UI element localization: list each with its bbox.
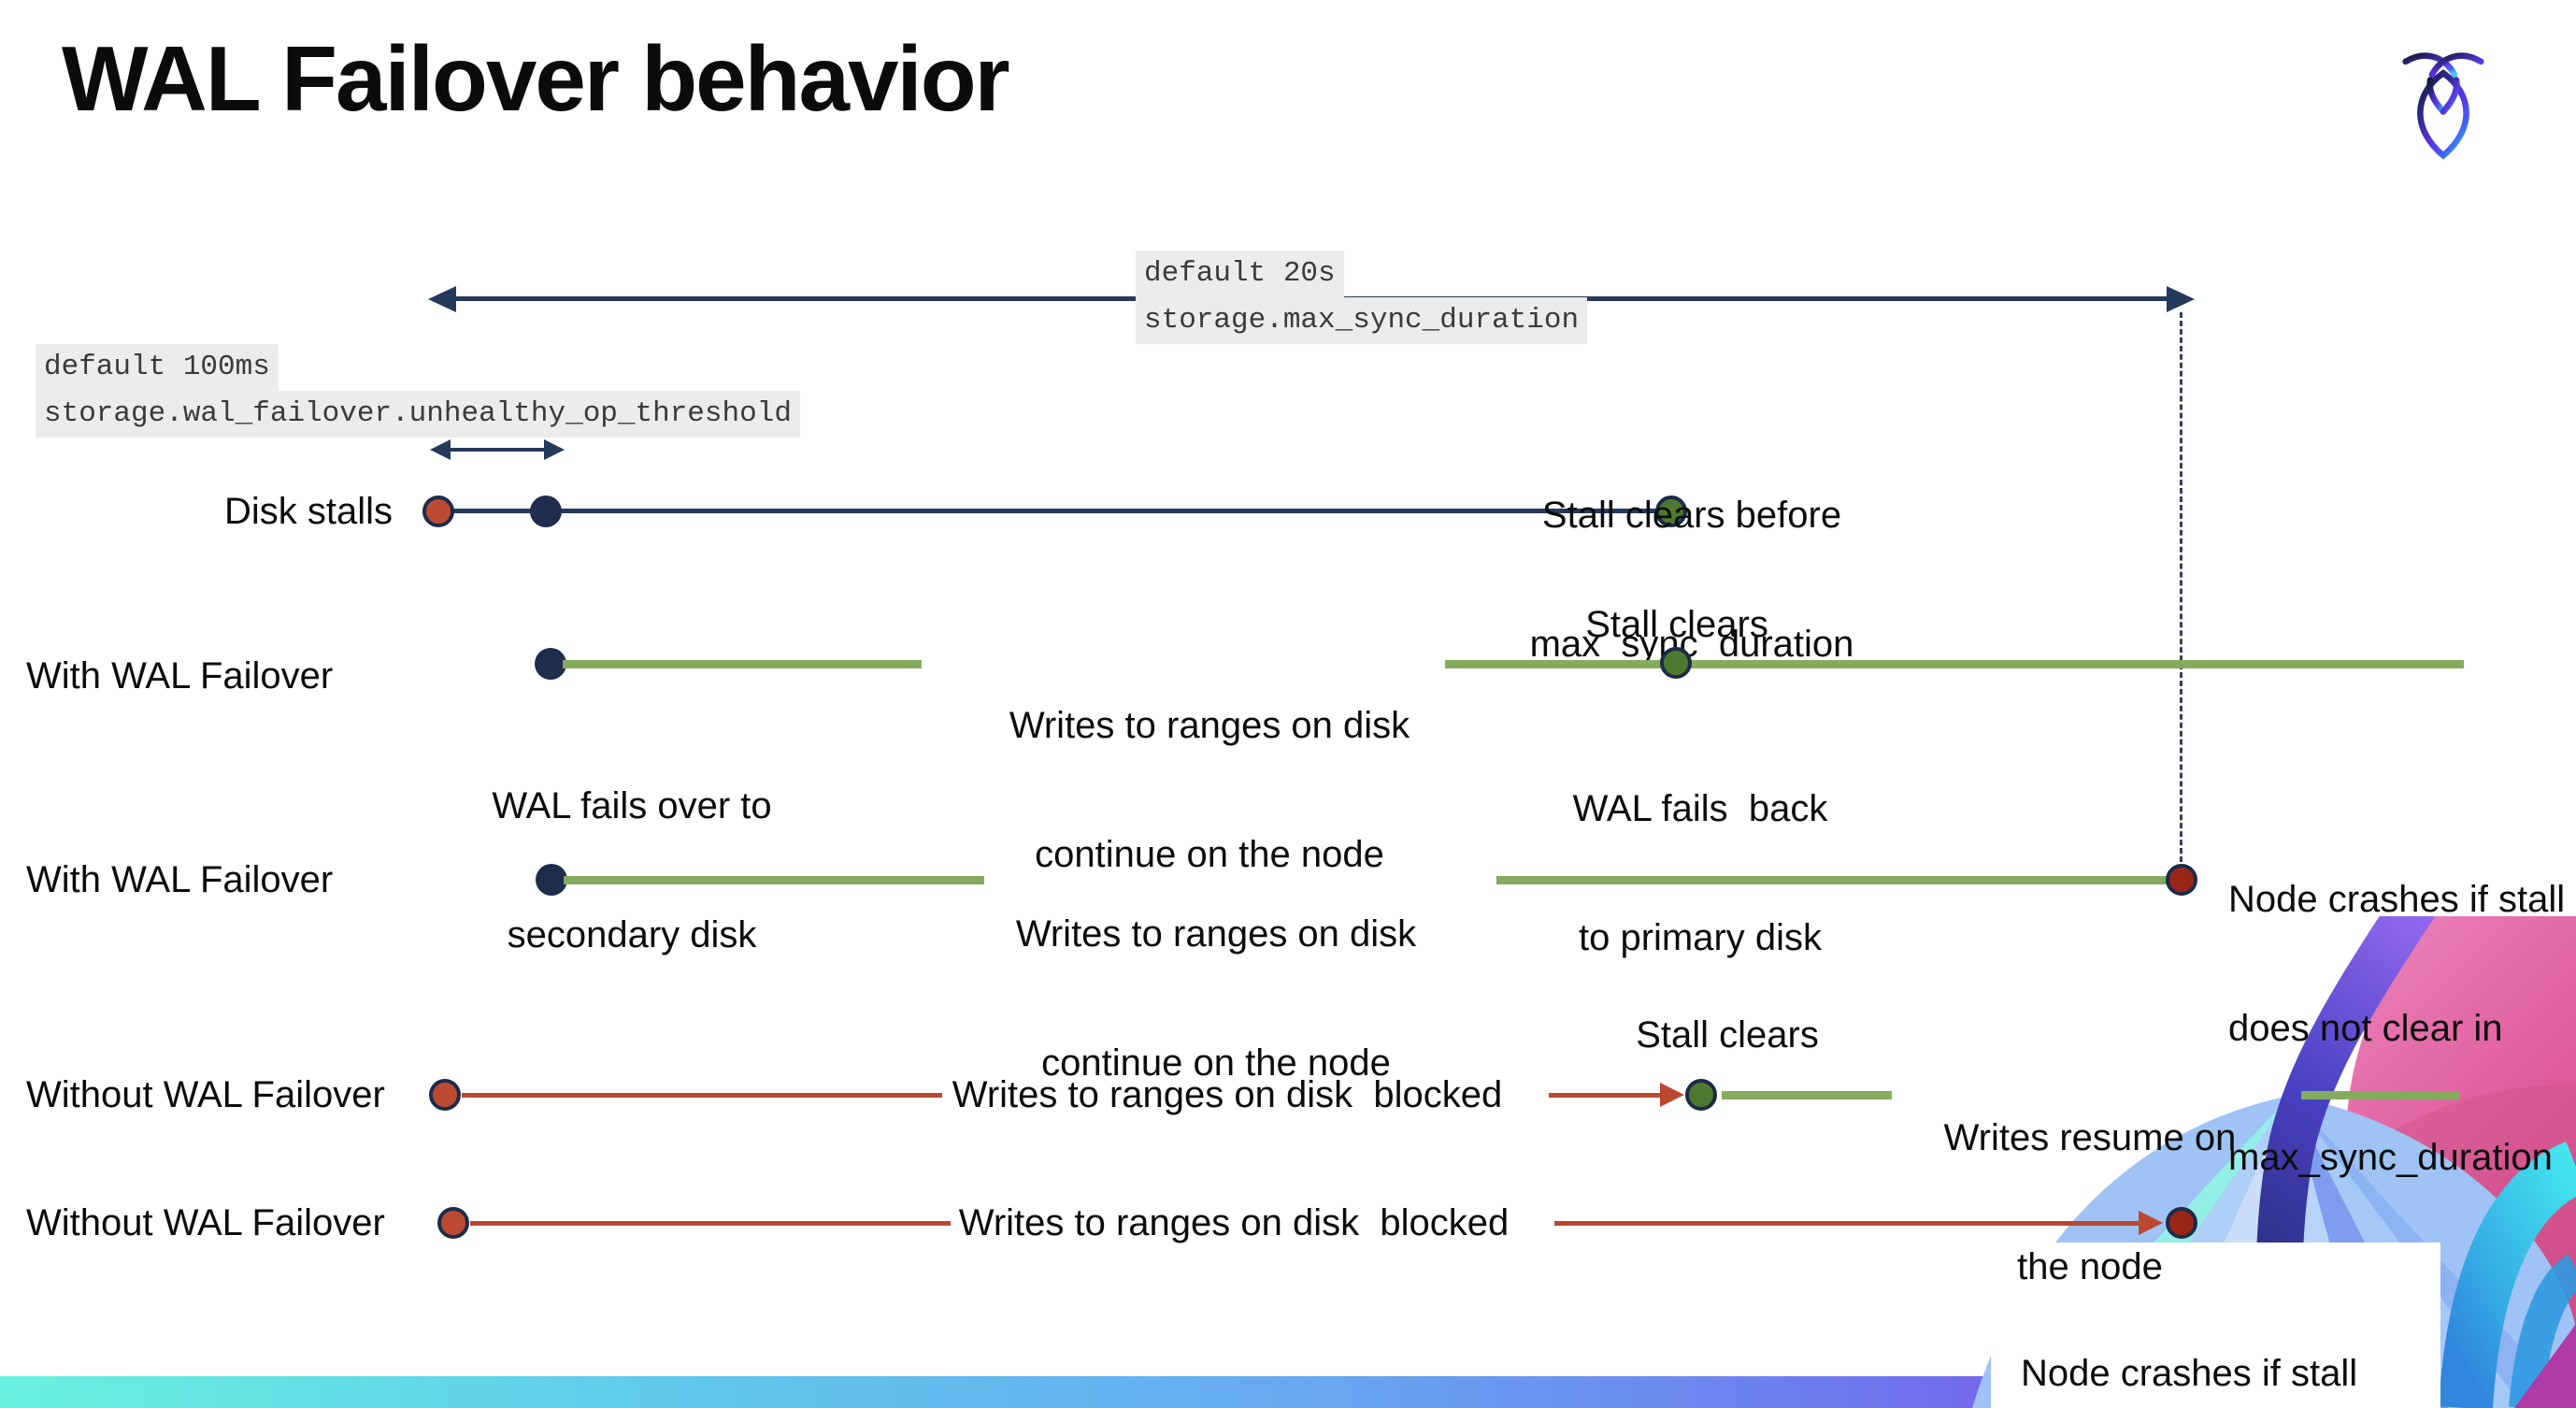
arrowhead-left-icon <box>428 286 456 312</box>
writes-continue-line <box>1445 660 2464 668</box>
arrowhead-left-icon <box>430 439 451 460</box>
writes-blocked-line <box>462 1093 942 1098</box>
row-label-with-wal-failover: With WAL Failover <box>26 655 334 697</box>
red-arrowhead-icon <box>2139 1211 2163 1235</box>
writes-blocked-line <box>1549 1093 1670 1098</box>
node-crashes-label: Node crashes if stall does not clear in … <box>2021 1266 2423 1408</box>
stall-clears-dot <box>1685 1079 1717 1111</box>
wal-fails-over-label: WAL fails over to secondary disk <box>398 698 866 1042</box>
row-label-with-wal-failover: With WAL Failover <box>26 859 334 900</box>
arrowhead-right-icon <box>544 439 565 460</box>
disk-stall-start-dot <box>429 1079 461 1111</box>
writes-resume-label: Writes resume on the node <box>1856 1030 2324 1374</box>
row-label-without-wal-failover: Without WAL Failover <box>26 1074 385 1115</box>
max-sync-deadline-dashed-line <box>2180 312 2182 862</box>
label-line: continue on the node <box>1035 834 1384 875</box>
max-sync-setting-name: storage.max_sync_duration <box>1136 297 1588 344</box>
writes-continue-line <box>563 660 922 668</box>
failover-trigger-dot <box>530 496 562 527</box>
stall-clears-dot <box>1660 647 1692 679</box>
failover-dot <box>535 648 566 680</box>
label-line: the node <box>2017 1246 2163 1287</box>
writes-continue-label: Writes to ranges on disk continue on the… <box>976 618 1443 962</box>
stall-clears-label: Stall clears <box>1636 1014 1819 1056</box>
max-sync-duration-label: default 20s storage.max_sync_duration <box>1136 251 1588 344</box>
cockroachdb-logo-icon <box>2402 52 2484 160</box>
label-line: continue on the node <box>1041 1042 1391 1084</box>
label-line: Writes to ranges on disk <box>1009 705 1410 746</box>
timeline-row1 <box>438 509 1671 513</box>
threshold-setting-name: storage.wal_failover.unhealthy_op_thresh… <box>36 391 800 438</box>
label-line: Node crashes if stall <box>2228 879 2566 920</box>
crash-caption-box <box>1991 1243 2440 1408</box>
max-sync-default-value: default 20s <box>1136 251 1344 297</box>
failover-dot <box>536 864 567 896</box>
writes-blocked-line <box>1554 1221 2139 1226</box>
stall-clears-before-label: Stall clears before max_sync_duration <box>1458 408 1925 752</box>
page-title: WAL Failover behavior <box>62 27 1010 130</box>
label-line: Node crashes if stall <box>2021 1353 2358 1394</box>
node-crash-dot <box>2166 1207 2197 1239</box>
label-line: max_sync_duration <box>2228 1137 2553 1178</box>
writes-resume-line <box>2301 1091 2460 1099</box>
threshold-default-value: default 100ms <box>36 344 279 391</box>
label-line: does not clear in <box>2228 1008 2503 1049</box>
disk-stall-start-dot <box>422 496 454 527</box>
stall-clears-label: Stall clears <box>1585 604 1768 645</box>
node-crash-dot <box>2166 864 2197 896</box>
label-line: WAL fails back <box>1572 788 1828 829</box>
row-label-disk-stalls: Disk stalls <box>223 491 393 532</box>
disk-stall-start-dot <box>437 1207 469 1239</box>
unhealthy-op-threshold-label: default 100ms storage.wal_failover.unhea… <box>36 344 800 438</box>
writes-continue-line <box>1496 876 2171 884</box>
writes-blocked-label: Writes to ranges on disk blocked <box>952 1074 1503 1115</box>
writes-resume-line <box>1722 1091 1892 1099</box>
stall-clears-dot <box>1655 496 1687 527</box>
writes-blocked-line <box>470 1221 951 1226</box>
writes-blocked-label: Writes to ranges on disk blocked <box>958 1202 1510 1243</box>
node-crashes-label: Node crashes if stall does not clear in … <box>2228 792 2576 1265</box>
label-line: to primary disk <box>1578 917 1823 958</box>
wal-fails-back-label: WAL fails back to primary disk <box>1467 701 1934 1045</box>
label-line: max_sync_duration <box>1529 624 1854 665</box>
label-line: WAL fails over to <box>492 785 772 826</box>
writes-continue-label: Writes to ranges on disk continue on the… <box>982 826 1450 1171</box>
label-line: Writes resume on <box>1943 1117 2237 1158</box>
red-arrowhead-icon <box>1660 1083 1684 1107</box>
threshold-arrow-line <box>447 448 548 452</box>
label-line: Stall clears before <box>1541 495 1842 536</box>
label-line: Writes to ranges on disk <box>1015 913 1417 955</box>
row-label-without-wal-failover: Without WAL Failover <box>26 1202 385 1243</box>
writes-continue-line <box>564 876 984 884</box>
label-line: secondary disk <box>507 914 757 955</box>
arrowhead-right-icon <box>2167 286 2195 312</box>
